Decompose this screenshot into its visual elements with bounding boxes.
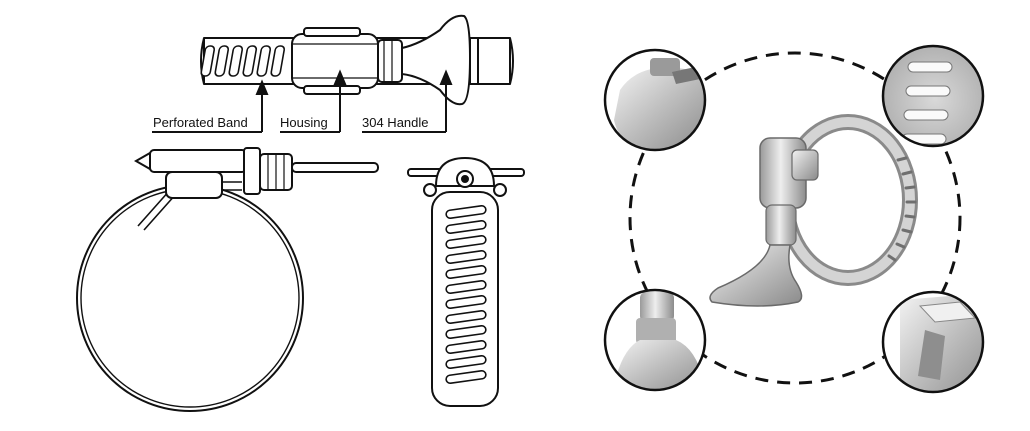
zoom-band-edge-icon xyxy=(881,290,985,394)
callout-arrows xyxy=(152,69,453,133)
label-perforated-band: Perforated Band xyxy=(153,115,248,130)
band-slots xyxy=(200,45,286,77)
side-housing xyxy=(165,171,223,199)
label-housing: Housing xyxy=(280,115,328,130)
band-loop xyxy=(76,184,304,412)
front-band-slots xyxy=(445,204,487,385)
dashed-detail-circle xyxy=(628,51,962,385)
clamp-product-image xyxy=(709,114,918,307)
zoom-band-slots-icon xyxy=(881,44,985,148)
side-view-drawing xyxy=(76,147,379,412)
front-view-drawing xyxy=(407,156,525,407)
housing-drawing xyxy=(291,33,379,89)
zoom-handle-joint-icon xyxy=(603,288,707,392)
label-304-handle: 304 Handle xyxy=(362,115,429,130)
top-assembly-drawing xyxy=(200,14,514,106)
side-handle xyxy=(291,162,379,173)
zoom-housing-screw-icon xyxy=(603,48,707,152)
handle-drawing xyxy=(401,14,471,106)
